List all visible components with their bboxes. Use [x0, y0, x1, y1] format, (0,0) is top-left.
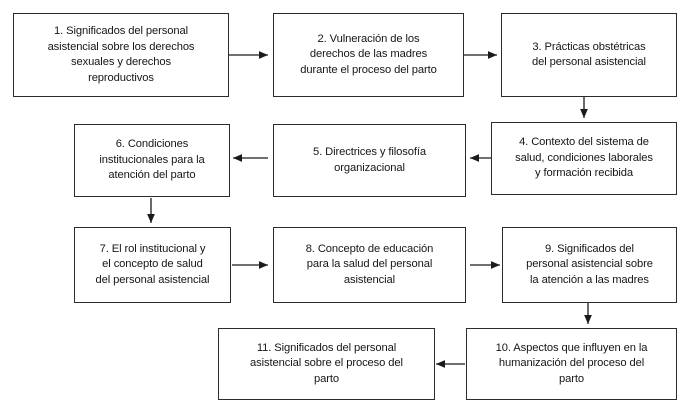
node-2[interactable]: 2. Vulneración de los derechos de las ma…: [273, 13, 464, 97]
node-1-label: 1. Significados del personal asistencial…: [47, 25, 195, 84]
node-5[interactable]: 5. Directrices y filosofía organizaciona…: [273, 124, 466, 197]
node-3-label: 3. Prácticas obstétricas del personal as…: [532, 40, 646, 69]
node-11[interactable]: 11. Significados del personal asistencia…: [218, 328, 435, 400]
node-8[interactable]: 8. Concepto de educación para la salud d…: [273, 227, 466, 303]
node-7-label: 7. El rol institucional y el concepto de…: [95, 242, 210, 286]
node-5-label: 5. Directrices y filosofía organizaciona…: [312, 146, 427, 174]
node-7[interactable]: 7. El rol institucional y el concepto de…: [74, 227, 231, 303]
node-9[interactable]: 9. Significados del personal asistencial…: [502, 227, 677, 303]
node-3[interactable]: 3. Prácticas obstétricas del personal as…: [501, 13, 677, 97]
node-10[interactable]: 10. Aspectos que influyen en la humaniza…: [466, 328, 677, 400]
node-9-label: 9. Significados del personal asistencial…: [526, 242, 653, 286]
node-11-label: 11. Significados del personal asistencia…: [250, 341, 403, 385]
node-10-label: 10. Aspectos que influyen en la humaniza…: [495, 341, 648, 385]
node-6-label: 6. Condiciones institucionales para la a…: [99, 138, 205, 182]
node-6[interactable]: 6. Condiciones institucionales para la a…: [74, 124, 230, 197]
node-2-label: 2. Vulneración de los derechos de las ma…: [300, 32, 437, 76]
node-1[interactable]: 1. Significados del personal asistencial…: [13, 13, 229, 97]
node-8-label: 8. Concepto de educación para la salud d…: [305, 242, 434, 286]
node-4[interactable]: 4. Contexto del sistema de salud, condic…: [491, 122, 677, 195]
node-4-label: 4. Contexto del sistema de salud, condic…: [515, 136, 653, 180]
